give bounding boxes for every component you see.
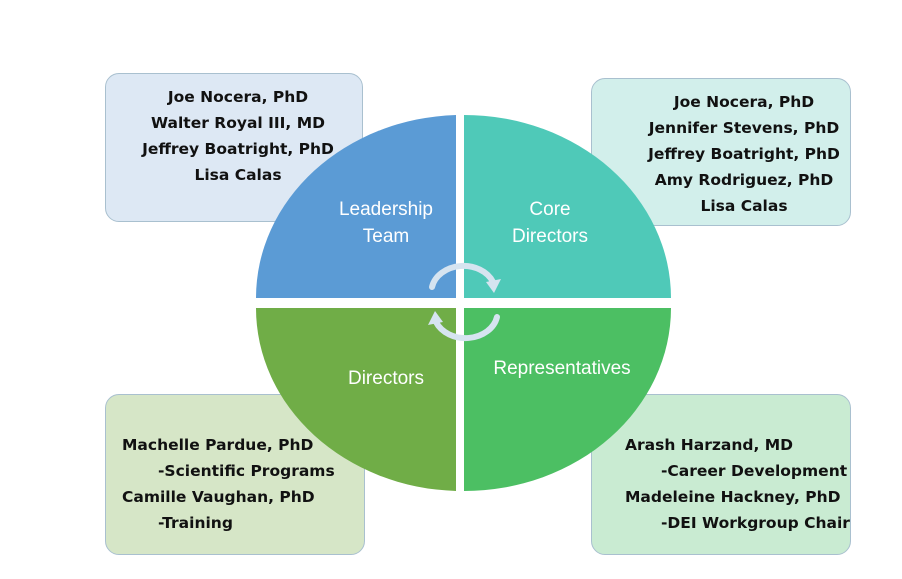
label-line: Leadership: [338, 199, 434, 220]
member-line: Jeffrey Boatright, PhD: [142, 140, 334, 158]
member-line: Camille Vaughan, PhD: [122, 488, 315, 506]
leadership-team-members-box: Joe Nocera, PhD Walter Royal III, MD Jef…: [105, 73, 363, 222]
core-directors-label: Core Directors: [480, 196, 620, 250]
member-line: Jeffrey Boatright, PhD: [648, 145, 840, 163]
representatives-quadrant: [464, 308, 671, 491]
member-line: Joe Nocera, PhD: [167, 88, 309, 106]
member-role-line: -Scientific Programs: [158, 462, 335, 480]
member-role-line: -Training: [158, 514, 233, 532]
member-line: Amy Rodriguez, PhD: [654, 171, 834, 189]
core-directors-quadrant: [464, 115, 671, 298]
member-line: Joe Nocera, PhD: [673, 93, 815, 111]
member-role-line: -DEI Workgroup Chair: [661, 514, 850, 532]
directors-label: Directors: [347, 368, 424, 389]
core-directors-members-box: Joe Nocera, PhD Jennifer Stevens, PhD Je…: [591, 78, 851, 226]
representatives-members-box: Arash Harzand, MD -Career Development Ma…: [591, 394, 851, 555]
representatives-label: Representatives: [493, 358, 631, 379]
member-role-line: -Career Development: [661, 462, 848, 480]
leadership-team-quadrant: [255, 115, 456, 298]
cycle-arrows-icon: [429, 262, 500, 342]
label-line: Core: [529, 199, 571, 220]
label-line: Directors: [511, 226, 588, 247]
member-line: Lisa Calas: [700, 197, 788, 215]
arrowhead-icon: [428, 279, 501, 325]
directors-members-box: Machelle Pardue, PhD -Scientific Program…: [105, 394, 365, 555]
member-line: Arash Harzand, MD: [625, 436, 794, 454]
directors-quadrant: [255, 308, 456, 491]
member-line: Machelle Pardue, PhD: [122, 436, 314, 454]
member-line: Lisa Calas: [194, 166, 282, 184]
member-line: Jennifer Stevens, PhD: [648, 119, 840, 137]
label-line: Team: [362, 226, 410, 247]
leadership-team-label: Leadership Team: [316, 196, 456, 250]
member-line: Madeleine Hackney, PhD: [625, 488, 841, 506]
member-line: Walter Royal III, MD: [150, 114, 325, 132]
